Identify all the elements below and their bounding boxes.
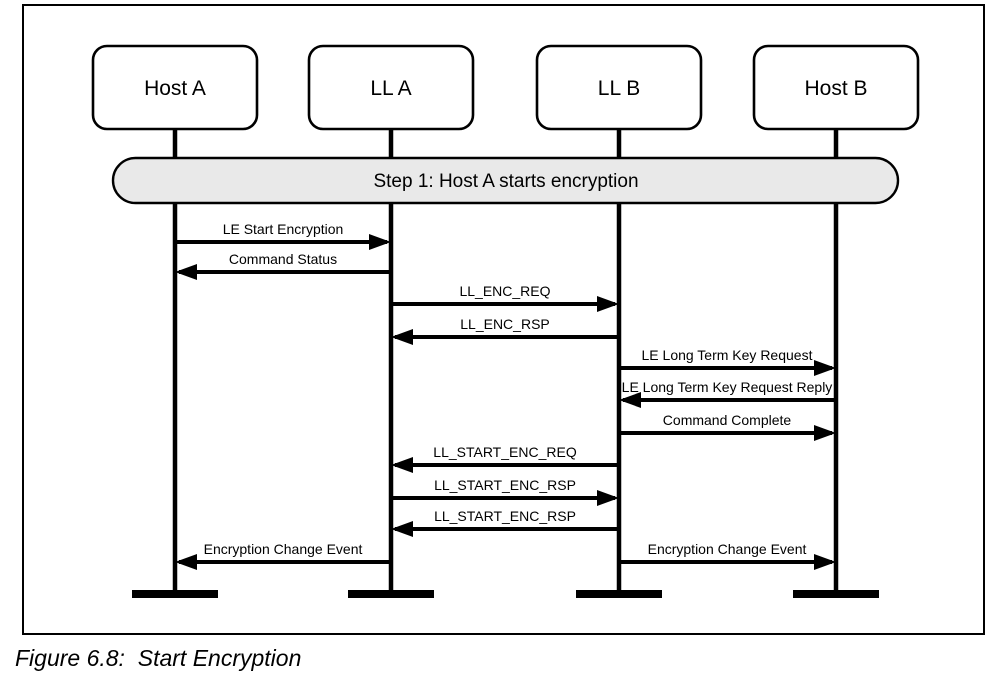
arrowhead-left-icon [175, 264, 197, 280]
message-label: LL_START_ENC_RSP [434, 508, 576, 524]
message-label: LL_ENC_REQ [459, 283, 550, 299]
arrowhead-right-icon [814, 425, 836, 441]
actor-ll-b: LL B [535, 44, 703, 131]
message-label: LE Long Term Key Request Reply [622, 379, 833, 395]
actor-box-shape [752, 44, 920, 131]
arrowhead-left-icon [175, 554, 197, 570]
arrowhead-right-icon [597, 490, 619, 506]
actor-ll-a: LL A [307, 44, 475, 131]
arrowhead-right-icon [369, 234, 391, 250]
message-label: Command Status [229, 251, 337, 267]
actor-host-a: Host A [91, 44, 259, 131]
arrowhead-left-icon [391, 457, 413, 473]
lifeline-host-b [793, 129, 879, 598]
message-label: LL_START_ENC_RSP [434, 477, 576, 493]
message-label: LL_ENC_RSP [460, 316, 550, 332]
message-ll-enc-rsp: LL_ENC_RSP [391, 316, 619, 345]
arrowhead-right-icon [814, 554, 836, 570]
lifeline-ll-b [576, 129, 662, 598]
figure-caption: Figure 6.8: Start Encryption [15, 645, 302, 671]
step-banner-shape [111, 156, 900, 205]
lifeline-host-a [132, 129, 218, 598]
message-ll-start-enc-req: LL_START_ENC_REQ [391, 444, 619, 473]
actor-host-b: Host B [752, 44, 920, 131]
message-command-complete: Command Complete [619, 412, 836, 441]
message-encryption-change-event-b: Encryption Change Event [619, 541, 836, 570]
actor-box-shape [307, 44, 475, 131]
message-label: Command Complete [663, 412, 792, 428]
lifeline-ll-a [348, 129, 434, 598]
diagram-border [22, 4, 985, 635]
message-le-start-encryption: LE Start Encryption [175, 221, 391, 250]
actor-label: LL A [370, 77, 411, 100]
message-encryption-change-event-a: Encryption Change Event [175, 541, 391, 570]
message-label: Encryption Change Event [648, 541, 807, 557]
message-ll-start-enc-rsp-1: LL_START_ENC_RSP [391, 477, 619, 506]
message-label: LE Start Encryption [223, 221, 344, 237]
message-label: LE Long Term Key Request [642, 347, 813, 363]
actor-box-shape [91, 44, 259, 131]
arrowhead-left-icon [391, 329, 413, 345]
step-banner-label: Step 1: Host A starts encryption [373, 171, 638, 192]
arrowhead-right-icon [814, 360, 836, 376]
actor-label: Host A [144, 77, 206, 100]
step-banner: Step 1: Host A starts encryption [111, 156, 900, 205]
message-command-status: Command Status [175, 251, 391, 280]
message-label: Encryption Change Event [204, 541, 363, 557]
message-le-long-term-key-request-reply: LE Long Term Key Request Reply [619, 379, 836, 408]
message-le-long-term-key-request: LE Long Term Key Request [619, 347, 836, 376]
actor-label: LL B [598, 77, 640, 100]
arrowhead-right-icon [597, 296, 619, 312]
actor-label: Host B [804, 77, 867, 100]
message-label: LL_START_ENC_REQ [433, 444, 577, 460]
message-ll-start-enc-rsp-2: LL_START_ENC_RSP [391, 508, 619, 537]
actor-box-shape [535, 44, 703, 131]
arrowhead-left-icon [391, 521, 413, 537]
message-ll-enc-req: LL_ENC_REQ [391, 283, 619, 312]
arrowhead-left-icon [619, 392, 641, 408]
